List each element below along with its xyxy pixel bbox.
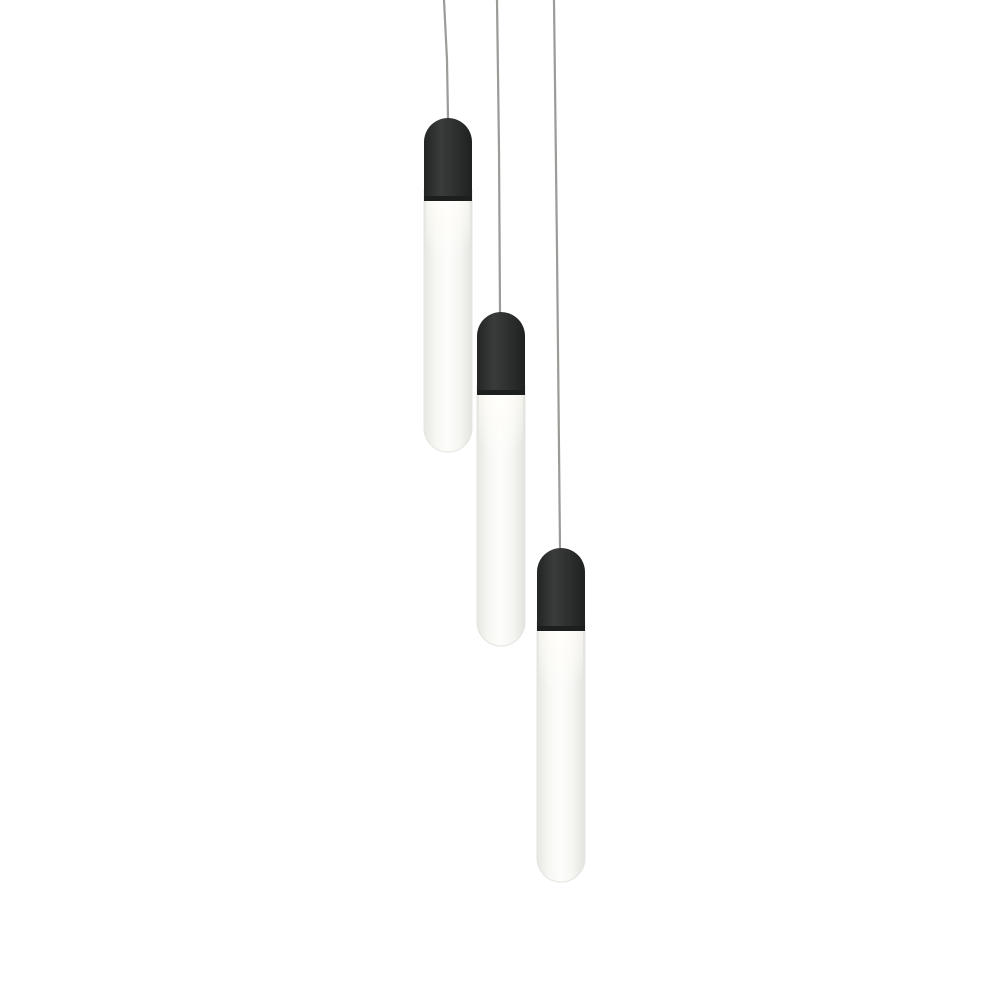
cap-band-right xyxy=(537,626,585,631)
cap-middle xyxy=(477,312,525,394)
cable-left xyxy=(442,0,450,119)
pendant-left xyxy=(423,0,473,453)
glow-middle xyxy=(479,386,523,466)
cap-right xyxy=(537,548,585,630)
cable-right xyxy=(552,0,562,549)
cap-band-middle xyxy=(477,390,525,395)
glow-right xyxy=(539,622,583,702)
glow-left xyxy=(426,190,470,270)
cable-middle xyxy=(495,0,502,313)
cap-left xyxy=(424,118,472,200)
pendant-right xyxy=(536,0,586,883)
pendant-middle xyxy=(476,0,526,647)
cap-band-left xyxy=(424,196,472,201)
